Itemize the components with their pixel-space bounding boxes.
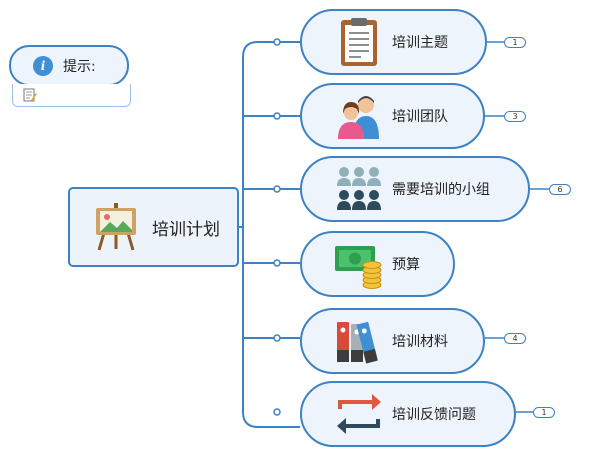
hint-note-body[interactable] bbox=[12, 84, 131, 107]
topic-label: 培训材料 bbox=[392, 334, 448, 350]
hint-note[interactable]: i 提示: bbox=[9, 45, 129, 86]
topic-training-materials[interactable]: 培训材料 bbox=[300, 308, 485, 374]
central-topic-label: 培训计划 bbox=[152, 219, 220, 240]
hint-label: 提示: bbox=[63, 58, 96, 75]
count-badge[interactable]: 1 bbox=[504, 37, 526, 48]
topic-budget[interactable]: 预算 bbox=[300, 231, 455, 297]
memo-icon bbox=[23, 88, 37, 102]
topic-training-team[interactable]: 培训团队 bbox=[300, 83, 485, 149]
binders-icon bbox=[337, 321, 378, 364]
topic-label: 培训团队 bbox=[392, 109, 448, 125]
central-topic[interactable]: 培训计划 bbox=[68, 187, 239, 267]
topic-label: 预算 bbox=[392, 257, 420, 273]
people-icon bbox=[338, 96, 379, 139]
count-badge[interactable]: 1 bbox=[533, 407, 555, 418]
info-icon: i bbox=[33, 55, 53, 76]
topic-label: 培训主题 bbox=[392, 35, 448, 51]
easel-picture-icon bbox=[96, 203, 136, 251]
clipboard-icon bbox=[341, 18, 377, 66]
topic-training-theme[interactable]: 培训主题 bbox=[300, 9, 487, 75]
count-badge[interactable]: 6 bbox=[549, 184, 571, 195]
topic-label: 需要培训的小组 bbox=[392, 182, 490, 198]
count-badge[interactable]: 4 bbox=[504, 333, 526, 344]
count-badge[interactable]: 3 bbox=[504, 111, 526, 122]
feedback-arrows-icon bbox=[337, 394, 381, 434]
group-icon bbox=[337, 167, 381, 210]
topic-label: 培训反馈问题 bbox=[392, 407, 476, 423]
topic-training-feedback[interactable]: 培训反馈问题 bbox=[300, 381, 516, 447]
topic-groups-to-train[interactable]: 需要培训的小组 bbox=[300, 156, 530, 222]
money-coins-icon bbox=[335, 246, 382, 289]
